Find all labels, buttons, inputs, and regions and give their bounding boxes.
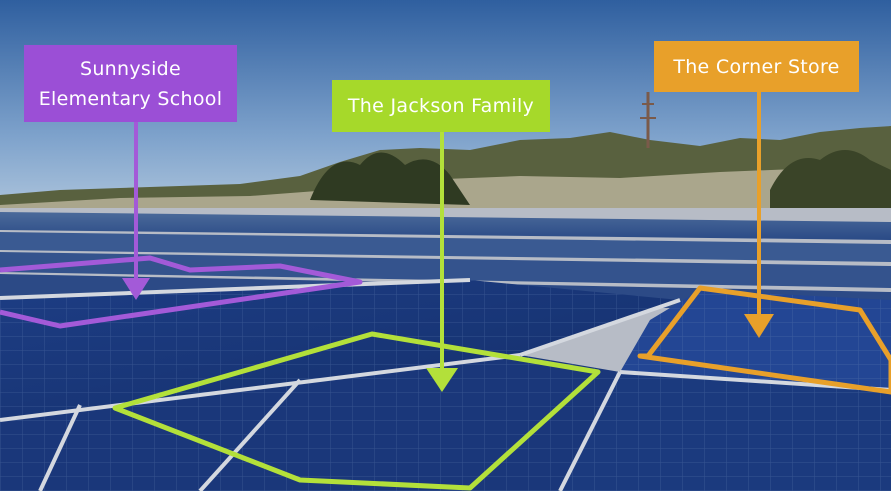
trees-right xyxy=(770,150,891,215)
label-sunnyside-elementary-school: Sunnyside Elementary School xyxy=(24,45,237,122)
label-school-line2: Elementary School xyxy=(38,87,223,110)
school-arrow xyxy=(122,122,150,300)
store-arrow xyxy=(744,92,774,338)
label-school-line1: Sunnyside xyxy=(79,57,182,80)
school-highlight-outline xyxy=(0,255,363,329)
label-the-jackson-family: The Jackson Family xyxy=(332,80,550,132)
trees-dark xyxy=(310,152,470,205)
family-highlight-outline xyxy=(112,331,601,491)
label-the-corner-store: The Corner Store xyxy=(654,41,859,92)
radio-tower xyxy=(640,92,656,148)
label-family-text: The Jackson Family xyxy=(347,95,535,117)
label-store-text: The Corner Store xyxy=(673,55,840,78)
family-arrow xyxy=(426,132,458,392)
store-highlight-outline xyxy=(637,285,891,395)
